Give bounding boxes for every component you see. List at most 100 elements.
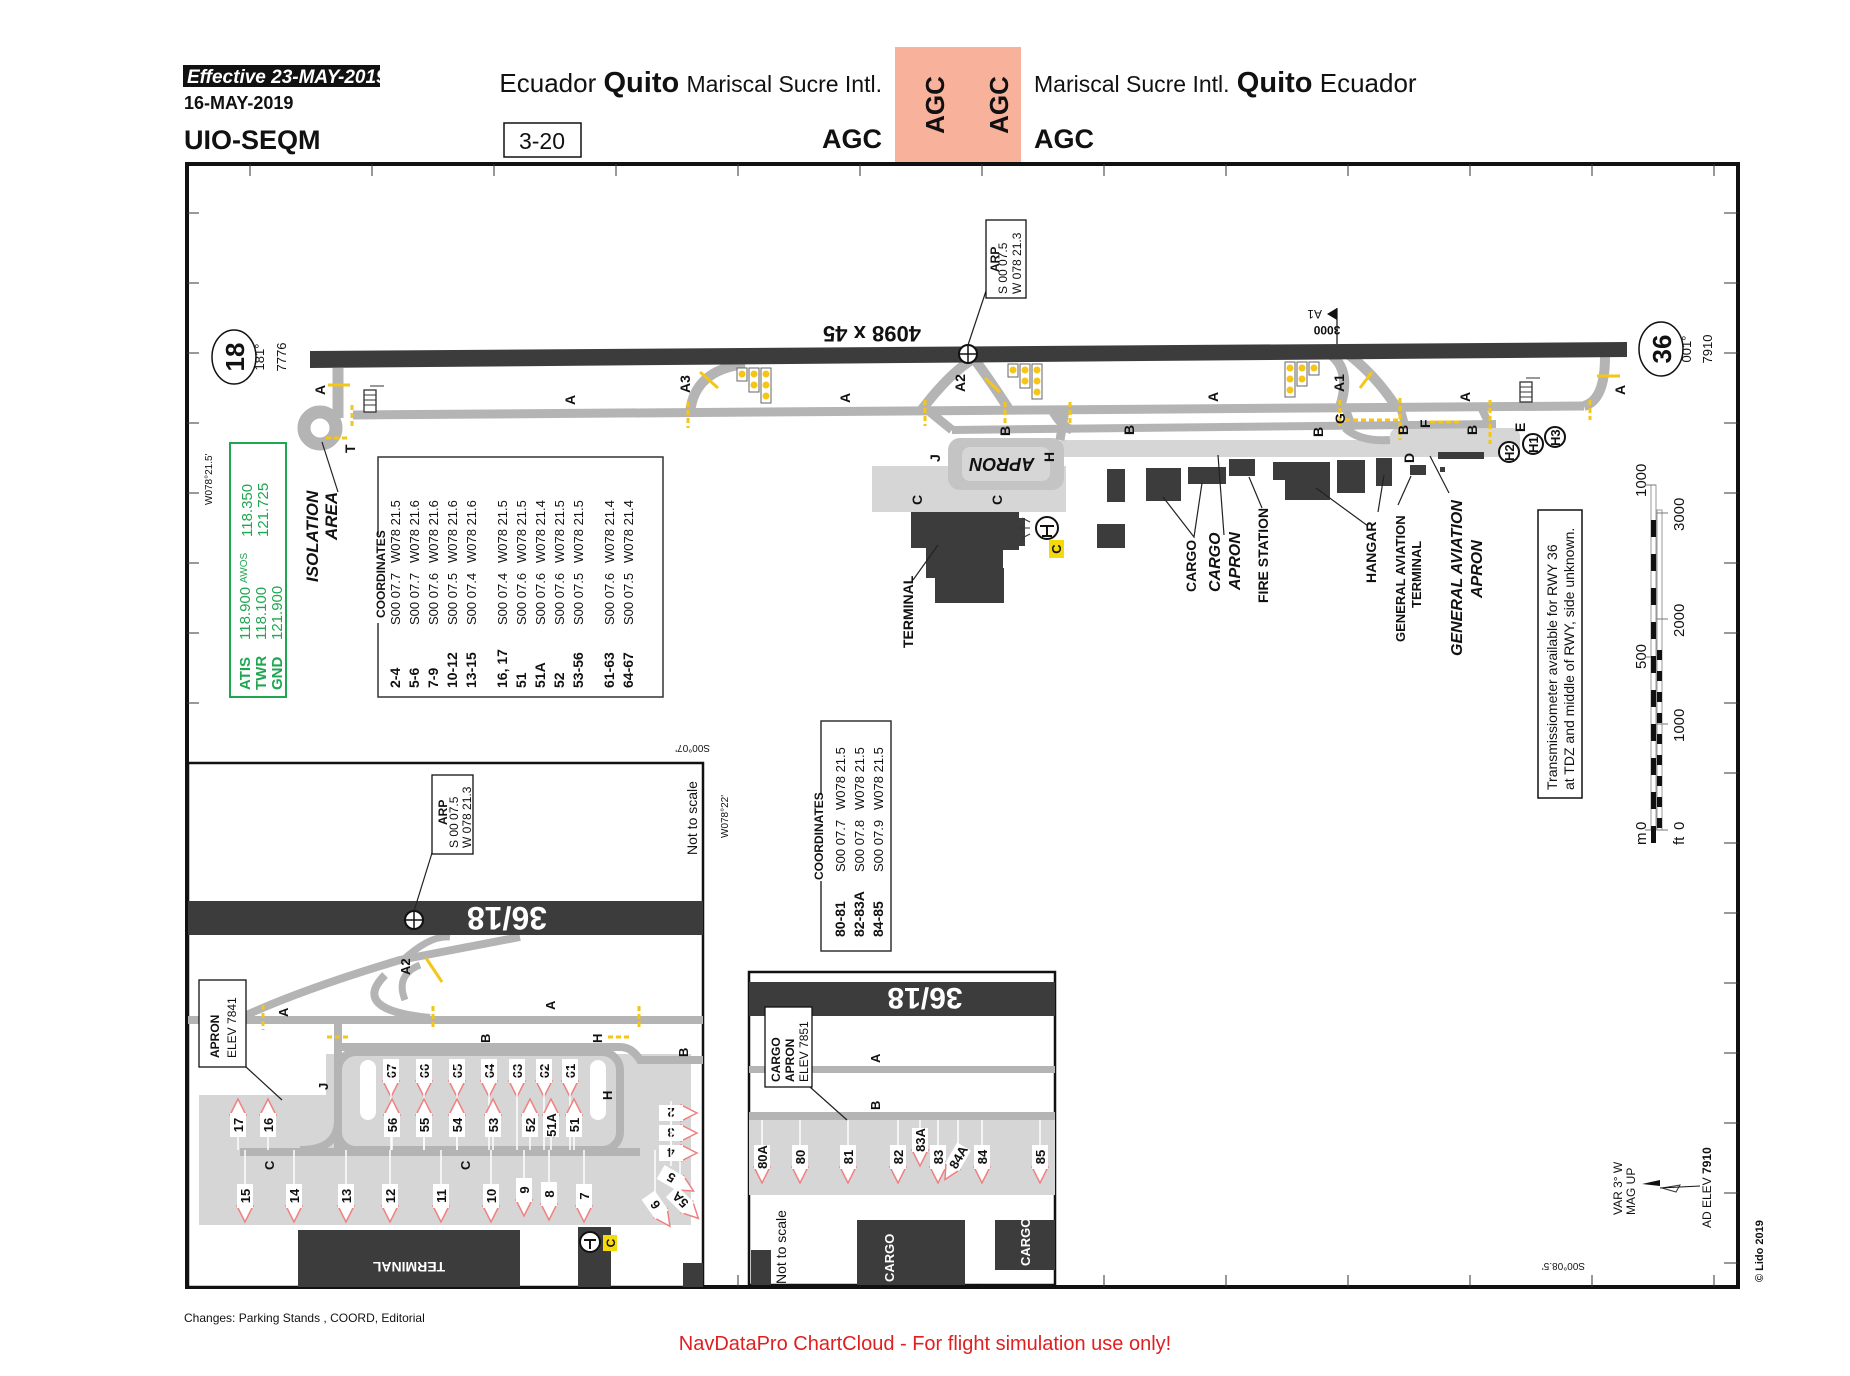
coordinate-lon: W078 21.5	[514, 500, 529, 563]
ga-terminal-label: GENERAL AVIATION	[1393, 515, 1408, 642]
taxiway-label-a: A	[837, 393, 853, 403]
parking-stand: 80	[790, 1145, 810, 1185]
stand-label-bg	[449, 1113, 465, 1137]
grid-label-s00-07: S00°07'	[675, 742, 710, 753]
ga-terminal-label: TERMINAL	[1409, 541, 1424, 608]
effective-badge	[183, 65, 380, 87]
cargo-building-2-label: CARGO	[1018, 1218, 1033, 1266]
title-left: Ecuador Quito Mariscal Sucre Intl.	[499, 67, 882, 99]
coordinate-lon: W078 21.5	[871, 747, 886, 810]
papi-light-icon	[1286, 364, 1294, 372]
ga-apron	[1390, 428, 1520, 450]
stand-label: 9	[517, 1186, 532, 1193]
page-number: 3-20	[519, 128, 565, 154]
terminal-label: TERMINAL	[900, 575, 916, 648]
stand-label: 80A	[755, 1144, 770, 1168]
papi-light-icon	[1009, 366, 1017, 374]
inset-terminal-apron: 36/18 ARP S 00 07.5 W 078 21.3 Not to sc…	[186, 761, 705, 1289]
magnetic-north-arrow-icon	[1661, 1184, 1681, 1193]
coordinate-lon: W078 21.4	[533, 500, 548, 563]
stand-label: 8	[542, 1190, 557, 1197]
taxiway-label-b: B	[1310, 427, 1326, 437]
coordinate-lat: S00 07.7	[388, 573, 403, 625]
scale-label-ft: 2000	[1671, 604, 1688, 637]
rwy18-number: 18	[220, 343, 250, 372]
stand-label-bg	[286, 1184, 302, 1208]
coordinate-stands: 51	[513, 672, 529, 688]
inset-runway-label: 36/18	[467, 900, 547, 936]
parking-stand: 9	[514, 1178, 534, 1218]
inset-arp-lat: S 00 07.5	[447, 796, 461, 848]
papi-light-icon	[1021, 377, 1029, 385]
helipad-icon	[1522, 433, 1544, 455]
papi-light-icon	[1286, 375, 1294, 383]
frequency-value-secondary: 121.725	[255, 483, 272, 537]
cargo-building-2	[995, 1220, 1055, 1270]
taxiway-b	[951, 420, 1497, 434]
scale-segment	[1651, 520, 1656, 537]
taxiway-label-d: D	[1401, 453, 1417, 463]
coordinate-lon: W078 21.4	[602, 500, 617, 563]
inset-tower-badge: C	[604, 1238, 618, 1247]
arp-lon: W 078 21.3	[1010, 232, 1024, 294]
papi-light-icon	[750, 381, 758, 389]
taxiway-g-f	[1341, 403, 1494, 445]
stand-label: 12	[383, 1189, 398, 1203]
scale-unit-ft: ft	[1671, 836, 1688, 845]
scale-segment	[1657, 776, 1662, 786]
stand-label-bg	[1032, 1145, 1048, 1169]
coordinate-stands: 84-85	[870, 901, 886, 937]
coordinate-lat: S00 07.5	[571, 573, 586, 625]
scale-label-m: 1000	[1633, 464, 1650, 497]
papi-light-icon	[1298, 375, 1306, 383]
coordinate-lat: S00 07.6	[514, 573, 529, 625]
stand-label-bg	[840, 1145, 856, 1169]
stand-label-bg	[912, 1128, 928, 1152]
transmissometer-note-box	[1537, 509, 1583, 799]
coordinate-stands: 16, 17	[494, 649, 510, 688]
note-line-1: Transmissiometer available for RWY 36	[1544, 544, 1560, 790]
inset-arp-lon: W 078 21.3	[460, 786, 474, 848]
coordinate-stands: 80-81	[832, 901, 848, 937]
parking-stand: 83A	[910, 1127, 930, 1168]
rwy36-elevation: 7910	[1700, 335, 1715, 364]
scale-segment	[1651, 826, 1656, 843]
arp-lat: S 00 07.5	[996, 242, 1010, 294]
agc-band	[895, 47, 1021, 162]
cargo-inset-not-to-scale: Not to scale	[773, 1210, 789, 1284]
effective-date: Effective 23-MAY-2019	[187, 67, 387, 88]
frequency-box	[229, 442, 287, 698]
cargo-building-1	[857, 1220, 965, 1285]
arp-box	[985, 219, 1027, 299]
stand-label-bg	[541, 1182, 557, 1206]
coordinate-stands: 61-63	[601, 652, 617, 688]
agc-right: AGC	[1034, 124, 1094, 154]
papi-light-icon	[1033, 366, 1041, 374]
inset-taxiway-b: B	[478, 1034, 493, 1043]
papi-light-icon	[1310, 364, 1318, 372]
scale-segment	[1657, 713, 1662, 723]
rwy18-bearing: 181°	[252, 344, 267, 371]
grid-label-s00-08-5: S00°08.5'	[1542, 1260, 1585, 1271]
stand-label: 53	[486, 1118, 501, 1132]
stand-label-bg	[416, 1113, 432, 1137]
coordinate-lat: S00 07.5	[445, 573, 460, 625]
stand-label: 11	[434, 1189, 449, 1203]
inset-taxiway-a: A	[543, 1000, 558, 1010]
magnetic-variation: VAR 3° W	[1611, 1161, 1625, 1215]
coordinate-lat: S00 07.9	[871, 820, 886, 872]
coordinate-lon: W078 21.6	[445, 500, 460, 563]
coordinate-lat: S00 07.5	[621, 573, 636, 625]
coordinate-lat: S00 07.6	[552, 573, 567, 625]
stand-label-bg	[792, 1145, 808, 1169]
taxiway-label-h: H	[1041, 452, 1057, 462]
taxiway-label-a3: A3	[677, 375, 693, 393]
inset-taxiway-c: C	[262, 1160, 277, 1170]
coordinate-lon: W078 21.5	[852, 747, 867, 810]
stand-label-bg	[384, 1113, 400, 1137]
cargo-label: CARGO	[1183, 540, 1199, 592]
inset-terminal-label: TERMINAL	[372, 1259, 445, 1275]
cargo-inset-taxiway-b: B	[868, 1101, 883, 1110]
stand-label: 82	[891, 1150, 906, 1164]
